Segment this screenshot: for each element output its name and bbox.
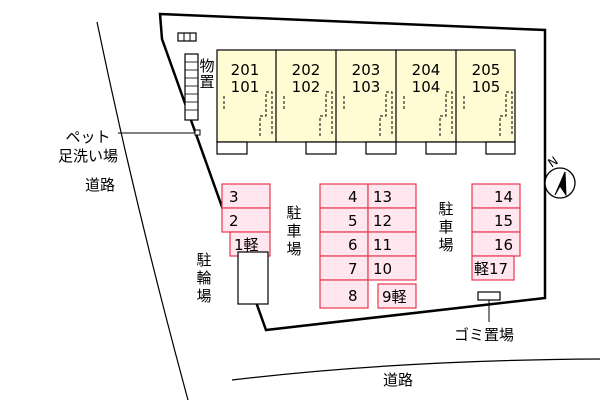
storage-label-char-1: 物	[199, 57, 214, 75]
road-edge-bottom	[231, 358, 600, 381]
parking-space	[367, 207, 417, 233]
parking-space	[221, 183, 271, 209]
svg-text:場: 場	[286, 240, 301, 258]
garbage-label: ゴミ置場	[454, 326, 514, 344]
unit-lower: 103	[352, 78, 381, 96]
parking-block-center: 4 5 6 7 8 13 12 11 10 9軽	[319, 183, 417, 309]
storage-shed-lines	[185, 61, 198, 111]
parking-space	[367, 255, 417, 281]
garbage-area	[477, 291, 501, 301]
parking-space-number: 9軽	[382, 288, 407, 306]
unit-lower: 102	[292, 78, 321, 96]
svg-text:車: 車	[438, 218, 453, 236]
svg-text:駐: 駐	[196, 251, 211, 269]
parking-space	[367, 231, 417, 257]
parking-space	[319, 279, 369, 309]
north-arrow-icon: N	[544, 154, 576, 199]
parking-space-number: 14	[494, 188, 513, 206]
unit-upper: 204	[412, 61, 441, 79]
parking-label-left: 駐 車 場	[286, 204, 301, 258]
entrance-porches	[216, 141, 516, 155]
storage-label-char-2: 置	[199, 73, 214, 91]
unit-dividers	[275, 50, 457, 142]
svg-text:駐: 駐	[438, 200, 453, 218]
parking-space	[319, 255, 369, 281]
parking-space	[377, 283, 417, 309]
parking-space-number: 5	[348, 212, 358, 230]
parking-space	[471, 255, 515, 281]
parking-space-number: 7	[348, 260, 358, 278]
parking-space-number: 12	[373, 212, 392, 230]
pet-footwash-label-line1: ペット	[65, 128, 110, 146]
parking-space	[319, 207, 369, 233]
parking-space-number: 軽17	[474, 260, 508, 278]
parking-space	[319, 231, 369, 257]
parking-space-number: 4	[348, 188, 358, 206]
parking-space-number: 13	[373, 188, 392, 206]
unit-upper: 203	[352, 61, 381, 79]
parking-space-number: 11	[373, 236, 392, 254]
parking-space-number: 15	[494, 212, 513, 230]
unit-lower: 101	[231, 78, 260, 96]
parking-space-number: 8	[348, 287, 358, 305]
parking-space-number: 3	[229, 188, 239, 206]
parking-label-right: 駐 車 場	[438, 200, 453, 254]
unit-labels: 201 101 202 102 203 103 204 104 205 105	[231, 61, 501, 96]
svg-text:場: 場	[438, 236, 453, 254]
meter-box	[177, 32, 197, 42]
parking-space	[319, 183, 369, 209]
parking-space-number: 2	[229, 212, 239, 230]
unit-stairs	[223, 91, 513, 136]
bicycle-parking-label: 駐 輪 場	[196, 251, 211, 305]
pet-footwash-marker	[194, 129, 201, 136]
svg-text:場: 場	[196, 287, 211, 305]
bicycle-parking	[237, 251, 269, 305]
parking-space	[221, 207, 271, 233]
unit-upper: 201	[231, 61, 260, 79]
svg-text:輪: 輪	[196, 269, 211, 287]
parking-block-left: 3 2 1軽	[221, 183, 271, 257]
unit-upper: 205	[472, 61, 501, 79]
unit-lower: 104	[412, 78, 441, 96]
pet-footwash-label-line2: 足洗い場	[58, 147, 118, 165]
parking-space-number: 1軽	[234, 236, 259, 254]
road-label-left: 道路	[85, 176, 115, 194]
unit-lower: 105	[472, 78, 501, 96]
road-edge-left	[96, 21, 189, 400]
parking-space-number: 10	[373, 260, 392, 278]
storage-shed	[184, 53, 199, 121]
apartment-building	[216, 49, 516, 143]
parking-space	[367, 183, 417, 209]
parking-space	[471, 231, 521, 257]
unit-upper: 202	[292, 61, 321, 79]
parking-space-number: 16	[494, 236, 513, 254]
road-label-bottom: 道路	[383, 371, 413, 389]
svg-text:車: 車	[286, 222, 301, 240]
svg-text:駐: 駐	[286, 204, 301, 222]
parking-block-right: 14 15 16 軽17	[471, 183, 521, 281]
parking-space-number: 6	[348, 236, 358, 254]
